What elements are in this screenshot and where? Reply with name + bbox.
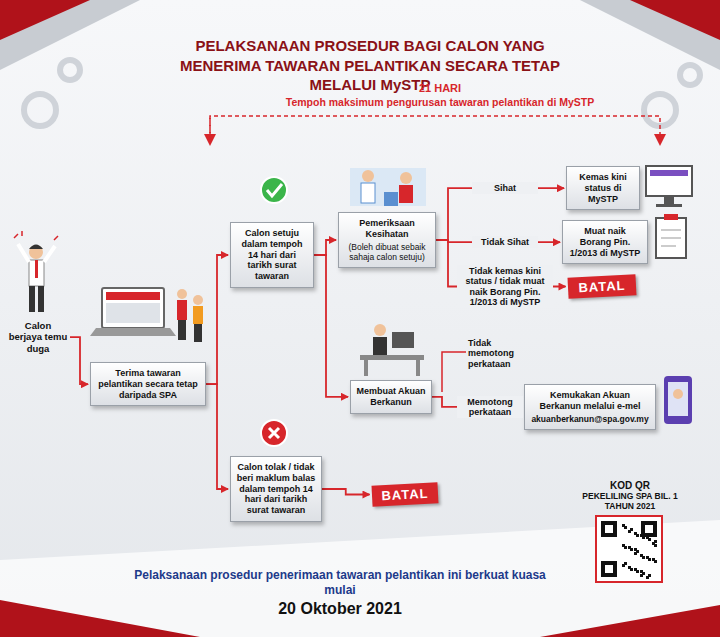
clipboard-icon: [656, 214, 686, 258]
duration-bracket: [210, 116, 660, 140]
qr-dot: [636, 534, 639, 537]
qr-dot: [630, 548, 633, 551]
process-box: Kemas kini status di MySTP: [566, 166, 640, 210]
qr-dot: [648, 558, 651, 561]
qr-dot: [630, 568, 633, 571]
title: PELAKSANAAN PROSEDUR BAGI CALON YANG MEN…: [170, 36, 570, 95]
node-text: Pemeriksaan Kesihatan: [344, 218, 430, 240]
label: PEKELILING SPA BIL. 1 TAHUN 2021: [580, 492, 680, 512]
label: Tempoh maksimum pengurusan tawaran pelan…: [240, 96, 640, 108]
process-box: Pemeriksaan Kesihatan(Boleh dibuat sebai…: [338, 212, 436, 268]
corner-band: [0, 0, 90, 40]
qr-dot: [642, 536, 645, 539]
process-box: Terima tawaran pelantikan secara tetap d…: [90, 362, 206, 406]
qr-dot: [648, 538, 651, 541]
process-box: Calon tolak / tidak beri maklum balas da…: [230, 456, 322, 522]
label: 21 HARI: [300, 82, 580, 94]
process-box: Muat naik Borang Pin. 1/2013 di MySTP: [562, 220, 648, 264]
label: KOD QR: [580, 480, 680, 491]
cancel-badge: BATAL: [567, 274, 636, 299]
phone-icon: [664, 376, 692, 424]
label: 20 Oktober 2021: [190, 600, 490, 618]
qr-dot: [622, 564, 625, 567]
medical-illustration: [350, 168, 426, 206]
node-text: Kemukakan Akuan Berkanun melalui e-mel: [530, 390, 650, 412]
node-subtext: akuanberkanun@spa.gov.my: [530, 414, 650, 424]
qr-dot: [642, 556, 645, 559]
connector: [322, 489, 369, 495]
corner-band: [540, 605, 720, 637]
connector: [206, 255, 228, 384]
qr-dot: [636, 570, 639, 573]
candidate-figure: [14, 231, 58, 312]
qr-dot: [648, 522, 651, 525]
connector: [436, 188, 564, 240]
qr-dot: [654, 524, 657, 527]
qr-dot: [624, 526, 627, 529]
desk-illustration: [360, 324, 424, 376]
connector: [206, 384, 228, 489]
node-text: BATAL: [376, 485, 435, 503]
text-node: Calon berjaya temu duga: [6, 318, 70, 356]
qr-dot: [640, 574, 643, 577]
connector: [314, 255, 348, 397]
process-box: Calon setuju dalam tempoh 14 hari dari t…: [230, 222, 314, 288]
qr-dot: [634, 552, 637, 555]
node-text: Muat naik Borang Pin. 1/2013 di MySTP: [568, 226, 642, 258]
branch-line: [442, 352, 466, 392]
node-text: BATAL: [572, 277, 633, 295]
edge-label: Tidak Sihat: [472, 236, 538, 248]
corner-band: [0, 600, 200, 637]
process-box: Membuat Akuan Berkanun: [350, 380, 432, 414]
qr-dot: [628, 530, 631, 533]
node-text: Membuat Akuan Berkanun: [356, 386, 426, 408]
connector: [314, 240, 336, 255]
label: Tidak memotong perkataan: [468, 338, 528, 369]
qr-dot: [654, 544, 657, 547]
node-text: Terima tawaran pelantikan secara tetap d…: [96, 368, 200, 400]
corner-band: [580, 0, 720, 70]
qr-dot: [624, 546, 627, 549]
node-subtext: (Boleh dibuat sebaik sahaja calon setuju…: [344, 242, 430, 262]
node-text: Calon berjaya temu duga: [8, 320, 68, 354]
connector: [70, 337, 88, 384]
edge-label: Sihat: [472, 182, 538, 194]
monitor-icon: [646, 166, 692, 207]
laptop-illustration: [90, 288, 203, 342]
node-text: Kemas kini status di MySTP: [572, 172, 634, 204]
corner-band: [630, 0, 720, 40]
qr-dot: [654, 560, 657, 563]
label: Pelaksanaan prosedur penerimaan tawaran …: [120, 568, 560, 598]
cancel-badge: BATAL: [371, 482, 438, 506]
qr-code: [596, 516, 662, 582]
node-text: Calon tolak / tidak beri maklum balas da…: [236, 462, 316, 516]
edge-label: Tidak kemas kini status / tidak muat nai…: [457, 265, 553, 308]
qr-dot: [646, 576, 649, 579]
process-box: Kemukakan Akuan Berkanun melalui e-mel ak…: [524, 384, 656, 430]
check-icon: [261, 177, 287, 203]
node-text: Calon setuju dalam tempoh 14 hari dari t…: [236, 228, 308, 282]
edge-label: Memotong perkataan: [457, 396, 523, 419]
cross-icon: [261, 420, 287, 446]
